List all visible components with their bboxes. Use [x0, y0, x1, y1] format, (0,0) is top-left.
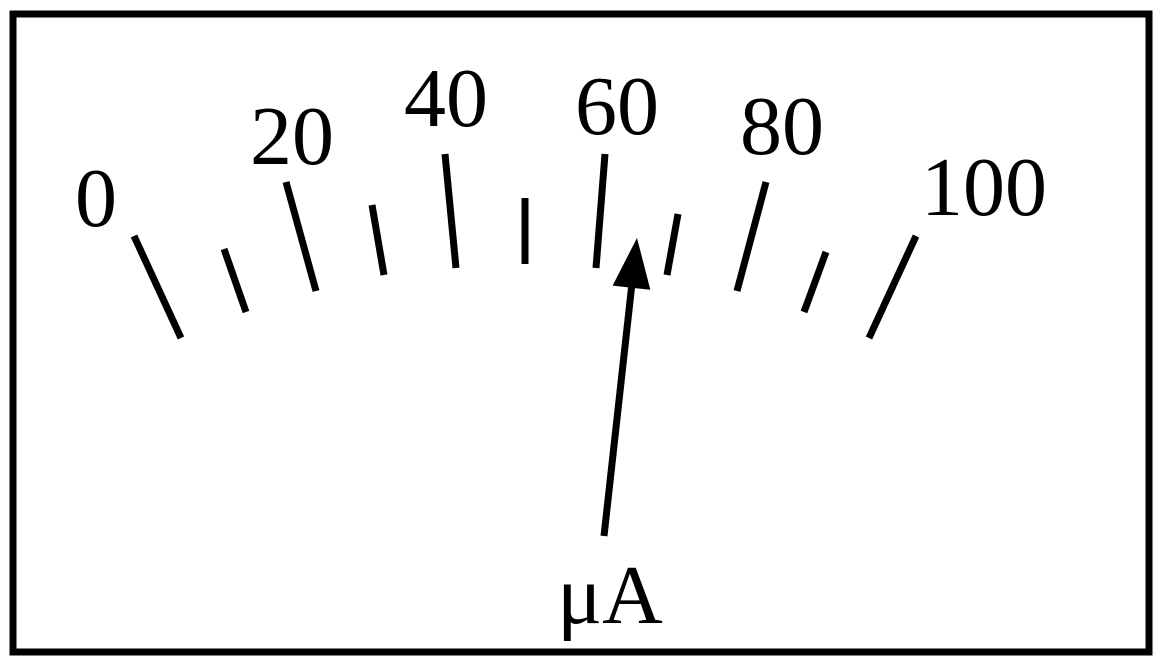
needle-arrow: [600, 238, 651, 537]
scale-tick-70: [663, 213, 682, 276]
scale-tick-90: [800, 250, 830, 314]
scale-label-0: 0: [75, 152, 117, 245]
scale-label-60: 60: [575, 60, 659, 153]
needle-arrowhead: [612, 238, 651, 290]
scale-ticks: [130, 153, 920, 340]
scale-tick-20: [282, 181, 320, 292]
scale-label-20: 20: [250, 90, 334, 183]
scale-tick-80: [733, 181, 770, 292]
scale-tick-30: [368, 204, 388, 276]
scale-label-100: 100: [921, 141, 1047, 234]
unit-label: μA: [557, 549, 663, 642]
scale-tick-10: [220, 247, 250, 314]
scale-tick-100: [865, 234, 920, 340]
scale-tick-40: [441, 153, 460, 269]
scale-labels: 0 20 40 60 80 100: [75, 52, 1047, 245]
scale-label-80: 80: [740, 80, 824, 173]
scale-label-40: 40: [404, 52, 488, 145]
scale-tick-0: [130, 234, 185, 340]
needle-shaft: [600, 283, 636, 537]
meter-frame: [9, 10, 1153, 656]
scale-tick-60: [592, 153, 609, 269]
